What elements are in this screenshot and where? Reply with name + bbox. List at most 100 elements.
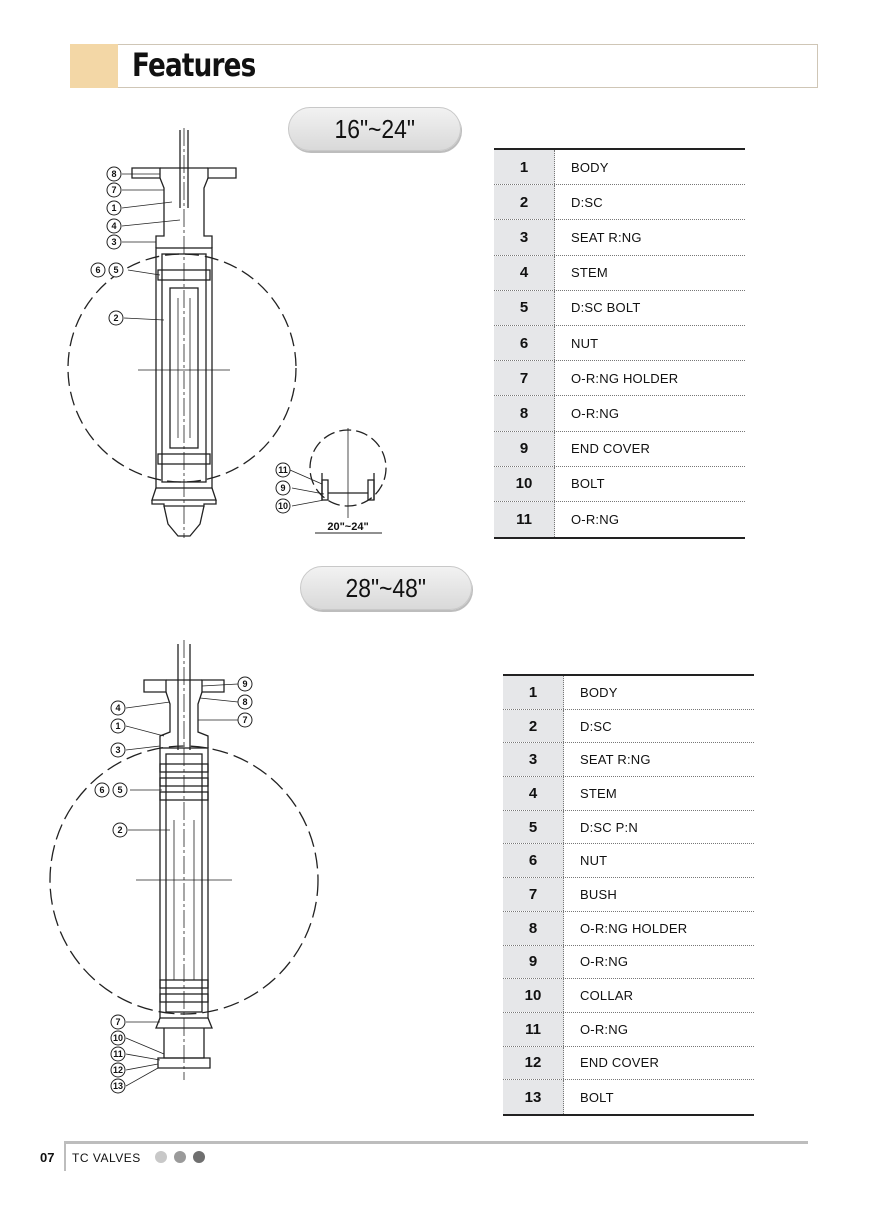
callout-label: 5 xyxy=(113,265,118,275)
part-number: 1 xyxy=(494,150,555,185)
part-number: 4 xyxy=(494,255,555,290)
callout-label: 6 xyxy=(99,785,104,795)
callout-label: 13 xyxy=(113,1081,123,1091)
callout-bubble: 13 xyxy=(110,1078,126,1094)
valve-drawing-28-48: 9 8 7 4 1 3 6 5 2 7 10 11 12 13 xyxy=(49,640,319,1094)
callout-bubble: 9 xyxy=(237,676,253,692)
footer-dot-light xyxy=(155,1151,167,1163)
callout-bubble: 12 xyxy=(110,1062,126,1078)
table-row: 2 D:SC xyxy=(494,185,745,221)
valve-drawing-16-24: 8 7 1 4 3 6 5 2 11 9 10 20"~24" xyxy=(67,128,387,538)
part-number: 9 xyxy=(494,431,555,466)
part-name: O-R:NG xyxy=(571,511,620,527)
table-row: 7 BUSH xyxy=(503,878,754,912)
size-badge-label: 28"~48" xyxy=(345,572,427,603)
part-number: 7 xyxy=(494,361,555,396)
callout-label: 12 xyxy=(113,1065,123,1075)
part-name: COLLAR xyxy=(580,988,634,1004)
size-badge-16-24: 16"~24" xyxy=(288,107,461,151)
part-number: 9 xyxy=(503,945,564,979)
part-name: D:SC BOLT xyxy=(571,300,641,316)
callout-bubble: 6 xyxy=(94,782,110,798)
part-number: 6 xyxy=(494,325,555,361)
callout-bubble: 9 xyxy=(275,480,291,496)
callout-bubble: 3 xyxy=(106,234,122,250)
table-row: 7 O-R:NG HOLDER xyxy=(494,361,745,397)
table-row: 12 END COVER xyxy=(503,1046,754,1081)
header-bar xyxy=(118,44,818,88)
table-row: 1 BODY xyxy=(494,150,745,186)
part-name: SEAT R:NG xyxy=(571,229,642,245)
part-name: O-R:NG HOLDER xyxy=(571,370,679,386)
page-number: 07 xyxy=(40,1150,55,1165)
part-number: 5 xyxy=(503,810,564,844)
callout-bubble: 4 xyxy=(106,218,122,234)
callout-bubble: 10 xyxy=(275,498,291,514)
part-name: O-R:NG HOLDER xyxy=(580,920,688,936)
part-number: 4 xyxy=(503,777,564,810)
part-number: 12 xyxy=(503,1046,564,1080)
callout-label: 11 xyxy=(113,1049,123,1059)
callout-label: 7 xyxy=(115,1017,120,1027)
callout-bubble: 8 xyxy=(237,694,253,710)
page-title: Features xyxy=(132,46,256,84)
table-row: 8 O-R:NG xyxy=(494,396,745,432)
callout-label: 3 xyxy=(111,237,116,247)
part-name: D:SC P:N xyxy=(580,819,638,835)
part-name: BODY xyxy=(580,684,618,700)
callout-bubble: 7 xyxy=(110,1014,126,1030)
callout-bubble: 2 xyxy=(112,822,128,838)
table-row: 13 BOLT xyxy=(503,1080,754,1114)
part-name: O-R:NG xyxy=(580,1021,629,1037)
callout-bubble: 7 xyxy=(106,182,122,198)
callout-bubble: 1 xyxy=(106,200,122,216)
callout-label: 10 xyxy=(278,501,288,511)
part-number: 6 xyxy=(503,844,564,878)
footer-dot-dark xyxy=(193,1151,205,1163)
part-number: 13 xyxy=(503,1080,564,1114)
callout-label: 5 xyxy=(117,785,122,795)
callout-label: 1 xyxy=(115,721,120,731)
part-number: 8 xyxy=(503,911,564,945)
part-number: 5 xyxy=(494,290,555,325)
part-number: 7 xyxy=(503,878,564,911)
part-number: 8 xyxy=(494,396,555,431)
part-name: BOLT xyxy=(571,476,605,492)
callout-bubble: 4 xyxy=(110,700,126,716)
callout-label: 2 xyxy=(113,313,118,323)
part-number: 2 xyxy=(494,185,555,220)
part-name: D:SC xyxy=(571,194,603,210)
part-name: O-R:NG xyxy=(571,405,620,421)
callout-label: 4 xyxy=(115,703,120,713)
callout-bubble: 2 xyxy=(108,310,124,326)
part-name: BUSH xyxy=(580,886,617,902)
part-name: BODY xyxy=(571,159,609,175)
disc-outline xyxy=(67,253,297,483)
table-row: 9 END COVER xyxy=(494,431,745,467)
callout-label: 7 xyxy=(242,715,247,725)
callout-label: 4 xyxy=(111,221,116,231)
callout-label: 9 xyxy=(280,483,285,493)
callout-label: 7 xyxy=(111,185,116,195)
callout-bubble: 10 xyxy=(110,1030,126,1046)
callout-label: 8 xyxy=(111,169,116,179)
size-badge-28-48: 28"~48" xyxy=(300,566,472,610)
part-name: END COVER xyxy=(580,1055,660,1071)
footer-separator xyxy=(64,1141,66,1171)
size-badge-label: 16"~24" xyxy=(334,113,415,144)
part-name: END COVER xyxy=(571,441,651,457)
part-name: BOLT xyxy=(580,1089,614,1105)
callout-bubble: 8 xyxy=(106,166,122,182)
